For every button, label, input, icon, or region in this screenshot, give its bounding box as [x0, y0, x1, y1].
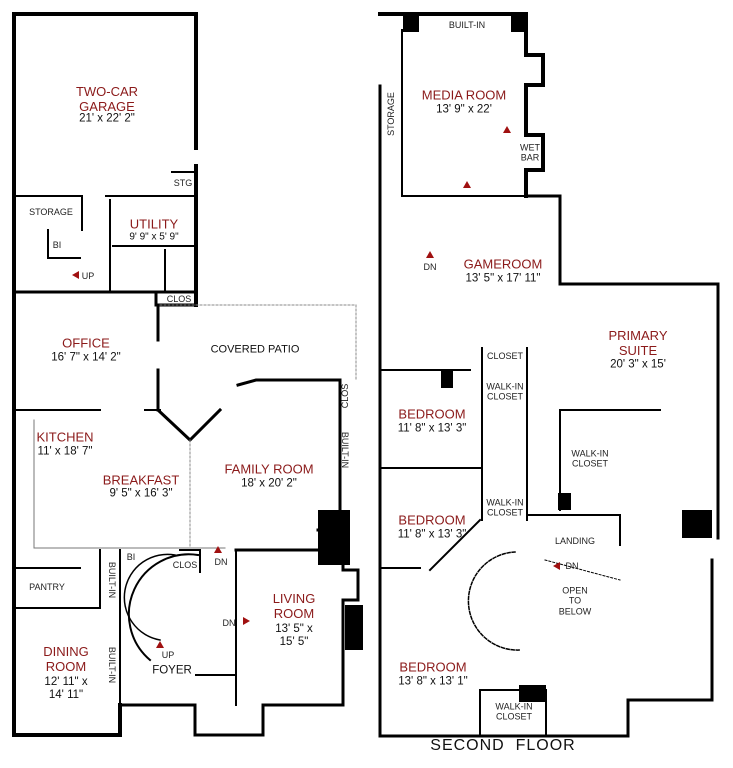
room-dims-utility: 9' 9" x 5' 9" [129, 231, 179, 243]
room-name-bedroom-1: BEDROOM [398, 406, 466, 422]
bi-label: BI [52, 239, 62, 250]
stg-label: STG [173, 177, 193, 188]
closet-label: CLOSET [486, 350, 524, 361]
dn-landing-label: DN [565, 560, 579, 571]
room-name-office: OFFICE [62, 335, 110, 351]
room-dims-kitchen: 11' x 18' 7" [37, 445, 93, 458]
dn-label: DN [214, 556, 228, 567]
open-to-below-label: OPEN TO BELOW [558, 585, 592, 617]
storage-label: STORAGE [29, 206, 73, 217]
clos-foyer-label: CLOS [172, 559, 198, 570]
wet-bar-label: WET BAR [520, 142, 540, 163]
room-name-bedroom-3: BEDROOM [399, 659, 467, 675]
room-name-gameroom: GAMEROOM [463, 256, 543, 272]
pantry-label: PANTRY [29, 581, 65, 592]
room-dims-family: 18' x 20' 2" [241, 477, 297, 490]
up-label: UP [81, 270, 95, 281]
room-name-living: LIVING ROOM [272, 591, 316, 621]
room-name-primary: PRIMARY SUITE [608, 328, 668, 358]
room-dims-gameroom: 13' 5" x 17' 11" [465, 272, 541, 285]
room-dims-office: 16' 7" x 14' 2" [51, 351, 121, 364]
floor-title: SECOND FLOOR [430, 736, 576, 754]
room-name-family: FAMILY ROOM [224, 461, 314, 477]
room-dims-media: 13' 9" x 22' [436, 103, 492, 116]
dn-living-label: DN [222, 617, 236, 628]
room-name-utility: UTILITY [129, 216, 179, 232]
walkin-closet-primary-label: WALK-IN CLOSET [571, 448, 609, 469]
storage-second-label: STORAGE [385, 92, 396, 136]
builtin-dining-label: BUILT-IN [107, 646, 118, 684]
foyer-label: FOYER [152, 664, 192, 677]
room-name-bedroom-2: BEDROOM [398, 512, 466, 528]
clos-family-label: CLOS [339, 383, 350, 409]
room-dims-dining: 12' 11" x 14' 11" [44, 675, 88, 701]
builtin-family-label: BUILT-IN [340, 431, 351, 469]
builtin-media-label: BUILT-IN [448, 19, 486, 30]
room-name-garage: TWO-CAR GARAGE [75, 84, 139, 114]
landing-label: LANDING [554, 535, 596, 546]
room-dims-breakfast: 9' 5" x 16' 3" [109, 487, 173, 500]
walkin-closet-1-label: WALK-IN CLOSET [486, 381, 524, 402]
room-dims-garage: 21' x 22' 2" [79, 112, 135, 125]
room-name-media: MEDIA ROOM [421, 87, 507, 103]
room-name-dining: DINING ROOM [43, 644, 89, 674]
room-name-kitchen: KITCHEN [36, 429, 94, 445]
room-dims-bedroom-3: 13' 8" x 13' 1" [398, 675, 468, 688]
room-dims-bedroom-2: 11' 8" x 13' 3" [397, 528, 467, 541]
covered-patio-label: COVERED PATIO [210, 343, 300, 356]
builtin-pantry-label: BUILT-IN [107, 561, 118, 599]
room-dims-living: 13' 5" x 15' 5" [275, 622, 313, 648]
bi-foyer-label: BI [126, 551, 136, 562]
walkin-closet-2-label: WALK-IN CLOSET [486, 497, 524, 518]
room-dims-primary: 20' 3" x 15' [610, 358, 666, 371]
walkin-closet-3-label: WALK-IN CLOSET [495, 701, 533, 722]
up-foyer-label: UP [161, 649, 175, 660]
room-dims-bedroom-1: 11' 8" x 13' 3" [397, 422, 467, 435]
clos-label: CLOS [166, 293, 192, 304]
dn-game-label: DN [423, 261, 437, 272]
room-name-breakfast: BREAKFAST [102, 472, 180, 488]
